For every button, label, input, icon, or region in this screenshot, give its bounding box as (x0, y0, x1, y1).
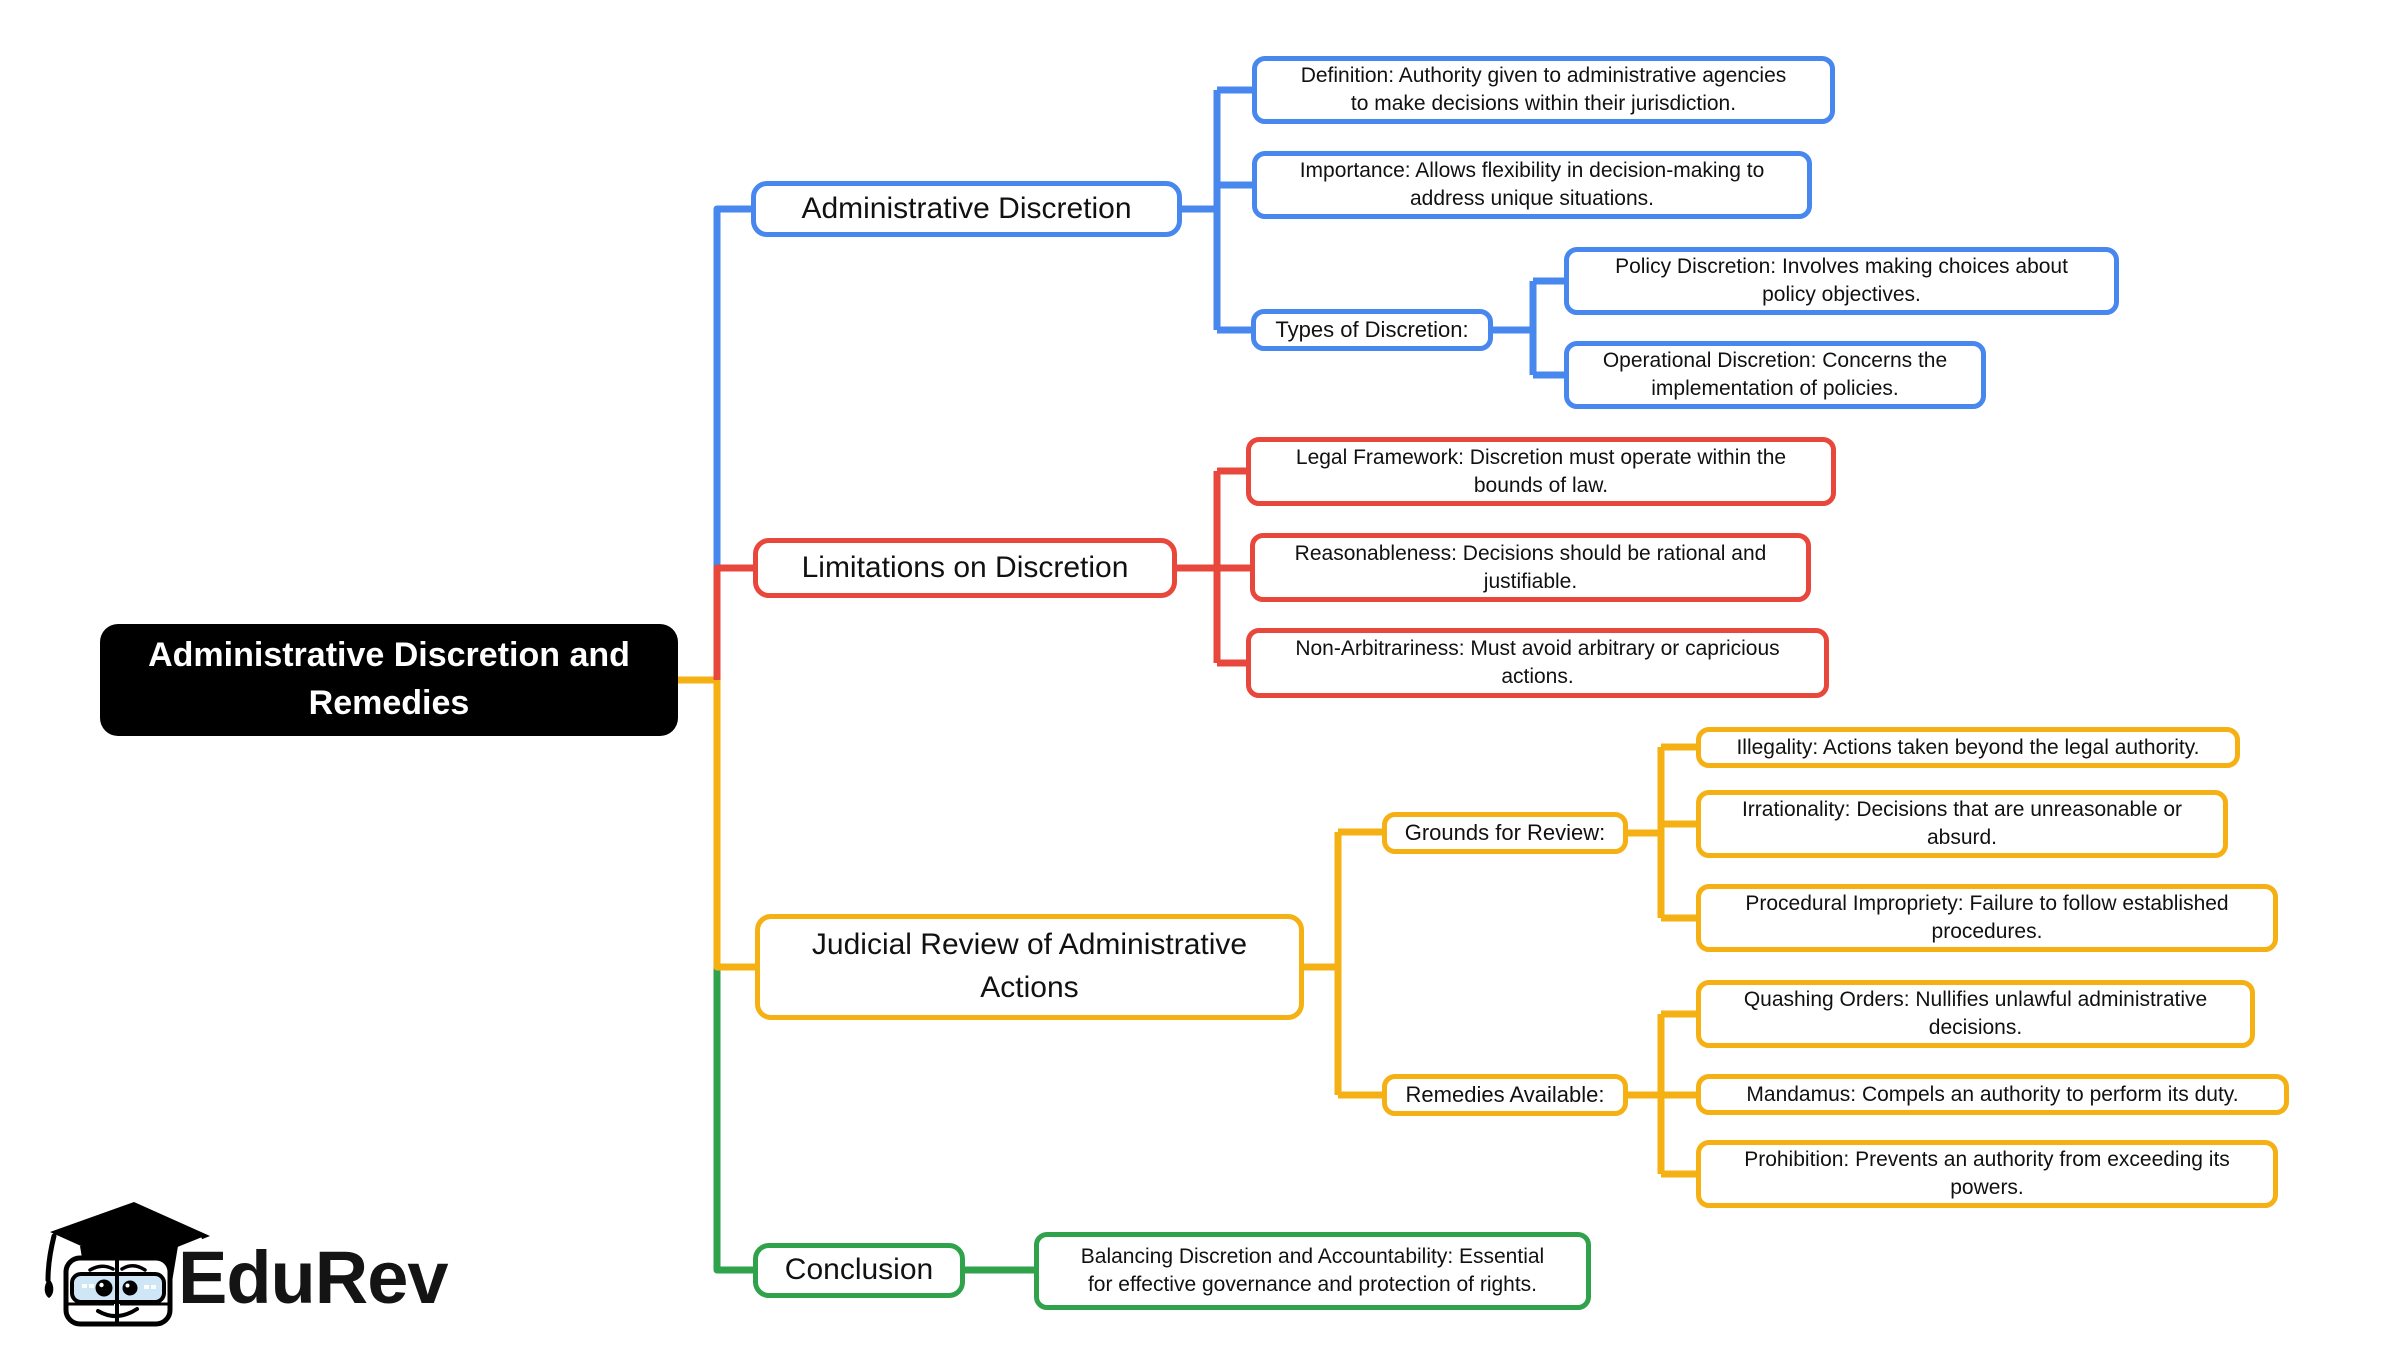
blue-branch-connectors (713, 86, 1564, 680)
node-irrationality: Irrationality: Decisions that are unreas… (1696, 790, 2228, 858)
edurev-logo: EduRev (44, 1202, 449, 1327)
node-remedies-available: Remedies Available: (1382, 1074, 1628, 1116)
node-non-arbitrariness: Non-Arbitrariness: Must avoid arbitrary … (1246, 628, 1829, 698)
node-operational-discretion: Operational Discretion: Concerns the imp… (1564, 341, 1986, 409)
node-reasonableness: Reasonableness: Decisions should be rati… (1250, 533, 1811, 602)
node-administrative-discretion: Administrative Discretion (751, 181, 1182, 237)
edurev-wordmark: EduRev (178, 1236, 448, 1319)
node-importance: Importance: Allows flexibility in decisi… (1252, 151, 1812, 219)
node-prohibition: Prohibition: Prevents an authority from … (1696, 1140, 2278, 1208)
node-types-of-discretion: Types of Discretion: (1251, 309, 1493, 351)
node-grounds-for-review: Grounds for Review: (1382, 812, 1628, 854)
red-branch-connectors (713, 467, 1250, 680)
node-judicial-review: Judicial Review of Administrative Action… (755, 914, 1304, 1020)
node-limitations-on-discretion: Limitations on Discretion (753, 538, 1177, 598)
node-illegality: Illegality: Actions taken beyond the leg… (1696, 727, 2240, 768)
node-policy-discretion: Policy Discretion: Involves making choic… (1564, 247, 2119, 315)
node-definition: Definition: Authority given to administr… (1252, 56, 1835, 124)
node-balancing-discretion: Balancing Discretion and Accountability:… (1034, 1232, 1591, 1310)
node-quashing-orders: Quashing Orders: Nullifies unlawful admi… (1696, 980, 2255, 1048)
node-conclusion: Conclusion (753, 1243, 965, 1298)
edurev-mascot-icon (44, 1202, 210, 1327)
node-legal-framework: Legal Framework: Discretion must operate… (1246, 437, 1836, 506)
green-branch-connectors (713, 967, 1034, 1274)
root-node-title: Administrative Discretion and Remedies (100, 624, 678, 736)
node-mandamus: Mandamus: Compels an authority to perfor… (1696, 1074, 2289, 1115)
yellow-branch-connectors (678, 676, 1696, 1178)
node-procedural-impropriety: Procedural Impropriety: Failure to follo… (1696, 884, 2278, 952)
